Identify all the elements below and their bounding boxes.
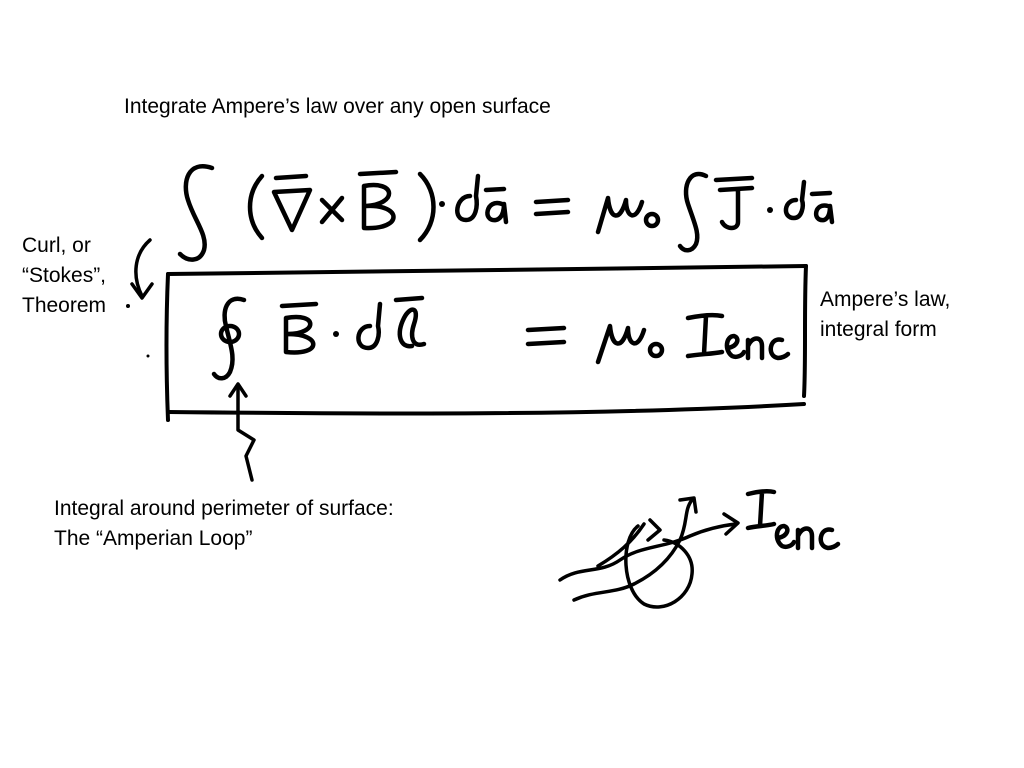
- right-paren: [417, 171, 436, 243]
- d-letter-3: [356, 301, 383, 351]
- a-letter: [485, 200, 509, 225]
- dot-upper-2: [767, 207, 773, 213]
- stray-dot-1: [126, 304, 130, 308]
- equation-box: [164, 264, 808, 422]
- sketch-i-letter: [745, 488, 777, 531]
- upper-equation: [177, 164, 835, 262]
- current-line-2: [572, 498, 694, 602]
- b-bar: [357, 169, 399, 177]
- subscript-zero: [643, 211, 661, 229]
- amperian-note-line-2: The “Amperian Loop”: [54, 527, 253, 550]
- a-letter-2: [814, 203, 835, 225]
- equals-2a: [525, 325, 567, 333]
- ampere-note-line-2: integral form: [820, 318, 937, 341]
- sketch-enc-n: [795, 526, 815, 551]
- current-arrow-2: [678, 496, 698, 514]
- subscript-zero-2: [647, 341, 665, 359]
- box-top: [166, 264, 808, 276]
- l-letter: [397, 307, 427, 349]
- box-bottom: [166, 402, 806, 416]
- j-letter: [717, 185, 755, 231]
- current-arrow-1: [722, 512, 740, 536]
- stokes-note-line-2: “Stokes”,: [22, 264, 107, 287]
- enc-e: [724, 333, 747, 360]
- cross-a: [319, 197, 345, 223]
- nabla-bar: [273, 173, 309, 181]
- integral-sign: [177, 164, 215, 262]
- b-letter-2: [283, 314, 316, 355]
- ampere-law-note: Ampere’s law, integral form: [820, 285, 950, 345]
- equals-2b: [525, 339, 567, 347]
- stray-dot-2: [146, 354, 150, 358]
- dot-boxed: [333, 331, 339, 337]
- loop-pointer-arrow: [228, 382, 256, 482]
- d-letter-2: [783, 179, 807, 221]
- closed-integral: [211, 296, 247, 381]
- stokes-arrow-shaft: [134, 238, 152, 298]
- amperian-loop: [624, 524, 694, 609]
- mu-letter-2: [595, 323, 647, 365]
- b-bar-2: [279, 301, 319, 309]
- a-bar-2: [809, 190, 833, 197]
- a-bar: [483, 186, 507, 193]
- nabla: [271, 187, 313, 233]
- left-paren: [247, 173, 265, 241]
- current-line-3: [596, 522, 646, 568]
- amperian-loop-note: Integral around perimeter of surface: Th…: [54, 494, 394, 554]
- slide-title: Integrate Ampere’s law over any open sur…: [124, 95, 551, 118]
- mu-letter: [595, 195, 645, 235]
- stokes-note-line-1: Curl, or: [22, 234, 91, 257]
- loop-pointer-shaft: [236, 384, 256, 482]
- equals-1a: [533, 197, 571, 205]
- stokes-arrow: [130, 238, 154, 300]
- integral-sign-2: [677, 171, 709, 253]
- j-bar: [713, 175, 755, 183]
- current-line-1: [558, 522, 738, 582]
- amperian-loop-sketch: [558, 488, 841, 609]
- amperian-note-line-1: Integral around perimeter of surface:: [54, 497, 394, 520]
- b-letter: [361, 182, 396, 231]
- stokes-arrow-head: [130, 282, 154, 300]
- loop-arrow: [646, 518, 662, 542]
- sketch-enc-e: [774, 523, 797, 550]
- stokes-note-line-3: Theorem: [22, 294, 107, 317]
- loop-pointer-head: [228, 382, 248, 398]
- cross-b: [319, 195, 345, 225]
- closed-integral-ring: [218, 323, 242, 345]
- sketch-enc-c: [818, 527, 841, 551]
- box-right: [802, 264, 808, 398]
- l-bar: [393, 295, 425, 303]
- box-left: [164, 272, 170, 422]
- ampere-note-line-1: Ampere’s law,: [820, 288, 951, 311]
- d-letter: [455, 173, 481, 223]
- stokes-theorem-note: Curl, or “Stokes”, Theorem: [22, 231, 106, 321]
- enc-c: [768, 337, 791, 361]
- boxed-equation: [211, 295, 791, 381]
- i-letter: [685, 312, 725, 359]
- enc-n: [745, 336, 765, 361]
- dot-upper-1: [439, 201, 445, 207]
- equals-1b: [533, 209, 571, 217]
